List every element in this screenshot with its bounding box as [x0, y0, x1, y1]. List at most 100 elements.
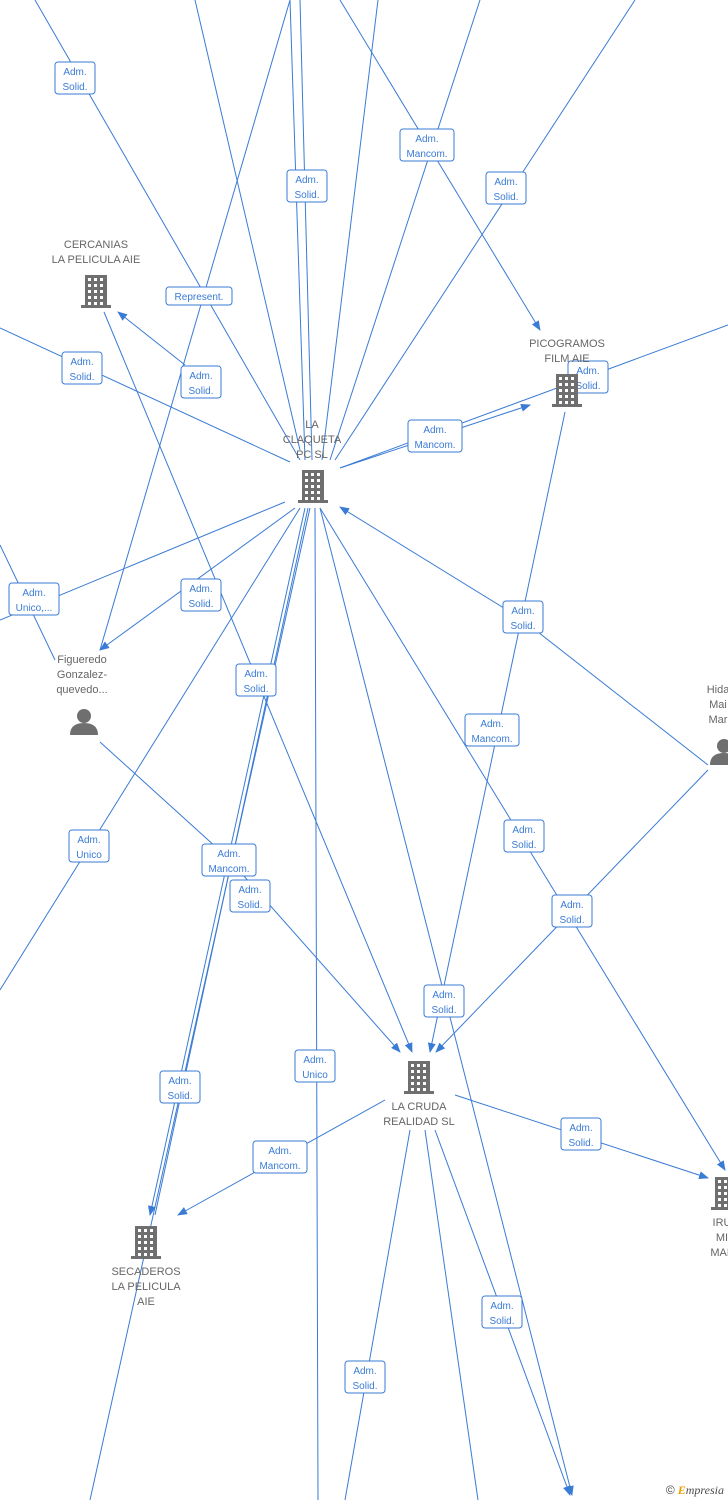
brand-name: mpresia — [685, 1483, 724, 1497]
edge-label-e22[interactable]: Adm.Solid. — [159, 1070, 201, 1104]
edge-label-text: Mancom. — [414, 440, 455, 451]
edge-labels-layer: Adm. Solid. Adm. Solid. Adm. Mancom. Adm. Solid… — [8, 61, 609, 1394]
edge-line — [0, 507, 301, 991]
edge-label-e9[interactable]: Adm. Mancom. — [407, 419, 463, 453]
edge-label-text: Mancom. — [406, 149, 447, 160]
node-label: REALIDAD SL — [383, 1116, 455, 1128]
edge-label-text: Solid. — [237, 900, 262, 911]
edge-label-e19[interactable]: Adm.Solid. — [551, 894, 593, 928]
edge-label-text: Solid. — [188, 386, 213, 397]
edge-label-e20[interactable]: Adm.Solid. — [423, 984, 465, 1018]
edge-label-text: Solid. — [493, 192, 518, 203]
edge-label-e3[interactable]: Adm.Mancom. — [399, 128, 455, 162]
person-icon — [70, 709, 98, 735]
node-label: LA PELICULA — [111, 1281, 181, 1293]
edge-label-e16[interactable]: Adm.Mancom. — [201, 843, 257, 877]
edge-label-e23[interactable]: Adm. Mancom. — [252, 1140, 308, 1174]
edge-line — [194, 0, 301, 451]
edge-label-e14[interactable]: Adm.Mancom. — [464, 713, 520, 747]
edge-label-text: Solid. — [489, 1316, 514, 1327]
edge-label-text: Adm. — [511, 606, 534, 617]
edge-label-text: Solid. — [568, 1138, 593, 1149]
edge-label-text: Adm. — [238, 885, 261, 896]
edge-label-text: Adm. — [494, 177, 517, 188]
edge-label-text: Solid. — [243, 684, 268, 695]
node-label: CERCANIAS — [64, 239, 128, 251]
edge-label-text: Adm. — [268, 1146, 291, 1157]
edge-label-e6[interactable]: Adm.Solid. — [61, 351, 103, 385]
edge-line — [339, 324, 728, 469]
node-lacruda[interactable]: LA CRUDA REALIDAD SL — [383, 1061, 455, 1128]
edge-label-text: Unico,... — [16, 603, 53, 614]
edge-line — [334, 0, 636, 461]
edge-label-e11[interactable]: Adm.Solid. — [180, 578, 222, 612]
edge-label-e7[interactable]: Adm. Solid. — [180, 365, 222, 399]
edge-label-e21[interactable]: Adm.Unico — [294, 1049, 336, 1083]
edge-line — [99, 741, 229, 859]
edge-label-text: Unico — [76, 850, 102, 861]
node-label: LA — [305, 419, 319, 431]
edge-line — [329, 0, 481, 461]
node-cercanias[interactable]: CERCANIAS LA PELICULA AIE — [52, 239, 141, 308]
edge-label-text: Adm. — [244, 669, 267, 680]
edge-label-e17[interactable]: Adm.Solid. — [503, 819, 545, 853]
edge-line — [424, 1129, 479, 1500]
edge-line — [519, 617, 709, 766]
node-label: FILM AIE — [544, 353, 589, 365]
edge-label-text: Adm. — [77, 835, 100, 846]
edge-label-e15[interactable]: Adm. Unico — [68, 829, 110, 863]
edge-line — [344, 1129, 411, 1500]
edge-label-e13[interactable]: Adm. Solid. — [235, 663, 277, 697]
edge-label-text: Represent. — [175, 292, 224, 303]
edge-label-e24[interactable]: Adm.Solid. — [560, 1117, 602, 1151]
edge-label-e25[interactable]: Adm. Solid. — [481, 1295, 523, 1329]
edge-label-text: Adm. — [189, 371, 212, 382]
edge-label-e12[interactable]: Adm.Solid. — [502, 600, 544, 634]
edge-label-text: Adm. — [217, 849, 240, 860]
node-figueredo[interactable]: FigueredoGonzalez-quevedo... — [56, 654, 108, 735]
edge-line — [289, 0, 306, 461]
edge-line — [314, 507, 319, 1500]
node-label: quevedo... — [56, 684, 107, 696]
building-icon — [81, 275, 111, 308]
edge-label-e10[interactable]: Adm.Unico,... — [8, 582, 60, 616]
edge-label-text: Adm. — [423, 425, 446, 436]
node-irumi[interactable]: IRUMIMAF — [710, 1177, 728, 1259]
edge-line — [89, 507, 311, 1500]
edge-label-e26[interactable]: Adm.Solid. — [344, 1360, 386, 1394]
node-label: SECADEROS — [111, 1266, 180, 1278]
edge-label-e5[interactable]: Represent. — [165, 286, 233, 306]
edge-label-text: Solid. — [431, 1005, 456, 1016]
node-label: LA CRUDA — [391, 1101, 447, 1113]
edge-label-text: Adm. — [63, 67, 86, 78]
edge-label-text: Unico — [302, 1070, 328, 1081]
edge-label-text: Adm. — [490, 1301, 513, 1312]
node-label: Figueredo — [57, 654, 107, 666]
edge-label-text: Solid. — [294, 190, 319, 201]
edge-label-e18[interactable]: Adm. Solid. — [229, 879, 271, 913]
edge-label-text: Mancom. — [259, 1161, 300, 1172]
building-icon — [711, 1177, 728, 1210]
edge-label-e1[interactable]: Adm. Solid. — [54, 61, 96, 95]
node-label: LA PELICULA AIE — [52, 254, 141, 266]
edge-label-text: Solid. — [62, 82, 87, 93]
edge-label-text: Solid. — [511, 840, 536, 851]
edge-label-text: Adm. — [70, 357, 93, 368]
node-label: IRU — [713, 1217, 728, 1229]
edge-line — [117, 311, 186, 366]
edge-line — [299, 0, 313, 461]
edge-line — [339, 506, 521, 619]
node-label: PC SL — [296, 449, 328, 461]
watermark: ©Empresia — [666, 1483, 724, 1498]
edge-label-text: Adm. — [295, 175, 318, 186]
edge-label-e2[interactable]: Adm. Solid. — [286, 169, 328, 203]
edge-label-e4[interactable]: Adm. Solid. — [485, 171, 527, 205]
person-icon — [710, 739, 728, 765]
edge-label-text: Adm. — [480, 719, 503, 730]
